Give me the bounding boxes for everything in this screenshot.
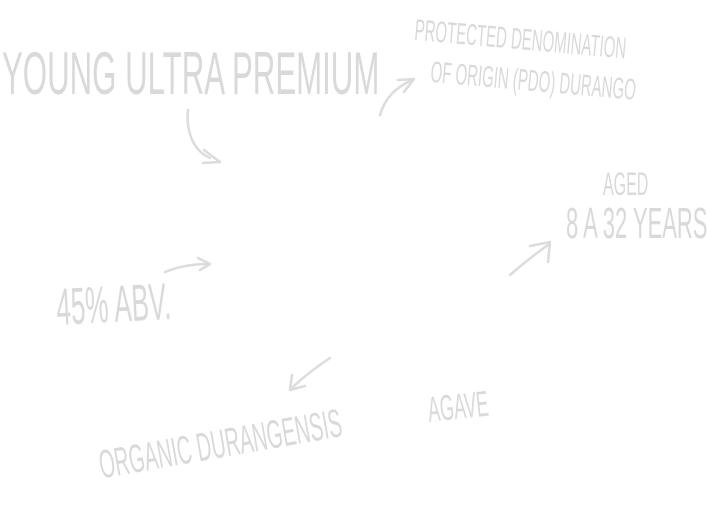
aged-label-line2: 8 A 32 YEARS xyxy=(566,199,707,248)
arrow-up-right-small-icon xyxy=(508,240,552,277)
arrow-down-icon xyxy=(186,108,222,165)
arrow-down-left-icon xyxy=(288,356,332,392)
arrow-right-icon xyxy=(163,256,212,274)
young-ultra-premium-label: YOUNG ULTRA PREMIUM xyxy=(2,40,380,107)
arrow-up-right-icon xyxy=(378,77,416,117)
aged-label-line1: AGED xyxy=(603,166,649,202)
